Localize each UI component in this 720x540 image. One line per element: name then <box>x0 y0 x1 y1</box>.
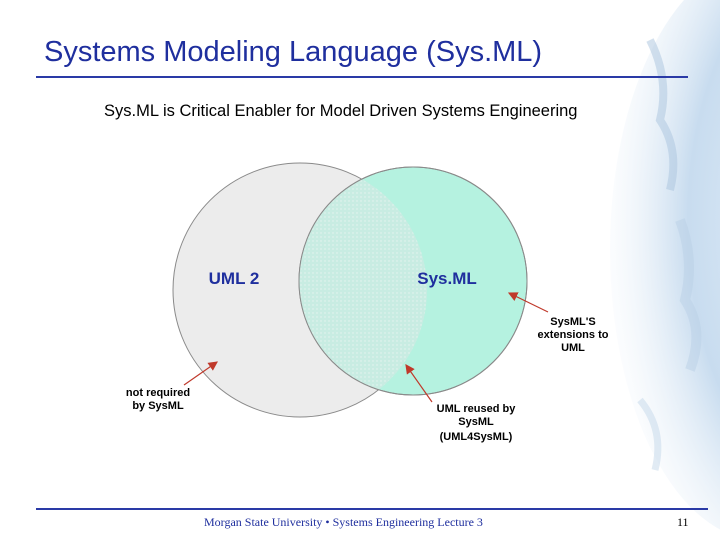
reused-annotation-line-3: (UML4SysML) <box>440 431 513 443</box>
sysml-label: Sys.ML <box>417 269 477 288</box>
extensions-arrow <box>507 292 549 313</box>
title-divider <box>36 76 688 78</box>
extensions-annotation-line-3: UML <box>561 342 585 354</box>
footer-text: Morgan State University • Systems Engine… <box>204 515 483 529</box>
globe-decoration <box>610 0 720 540</box>
extensions-annotation-line-1: SysML'S <box>550 316 595 328</box>
slide-subtitle: Sys.ML is Critical Enabler for Model Dri… <box>104 102 578 120</box>
not-required-annotation-line-2: by SysML <box>132 400 184 412</box>
not-required-annotation-line-1: not required <box>126 387 190 399</box>
extensions-annotation-line-2: extensions to <box>538 329 609 341</box>
not-required-arrow <box>183 361 218 386</box>
uml2-label: UML 2 <box>209 269 260 288</box>
overlap-region <box>299 167 427 395</box>
reused-annotation-line-2: SysML <box>458 416 494 428</box>
reused-arrow <box>405 364 433 403</box>
page-number: 11 <box>677 515 689 529</box>
footer-divider <box>36 508 708 510</box>
slide-title: Systems Modeling Language (Sys.ML) <box>44 36 543 68</box>
reused-annotation-line-1: UML reused by <box>437 403 517 415</box>
